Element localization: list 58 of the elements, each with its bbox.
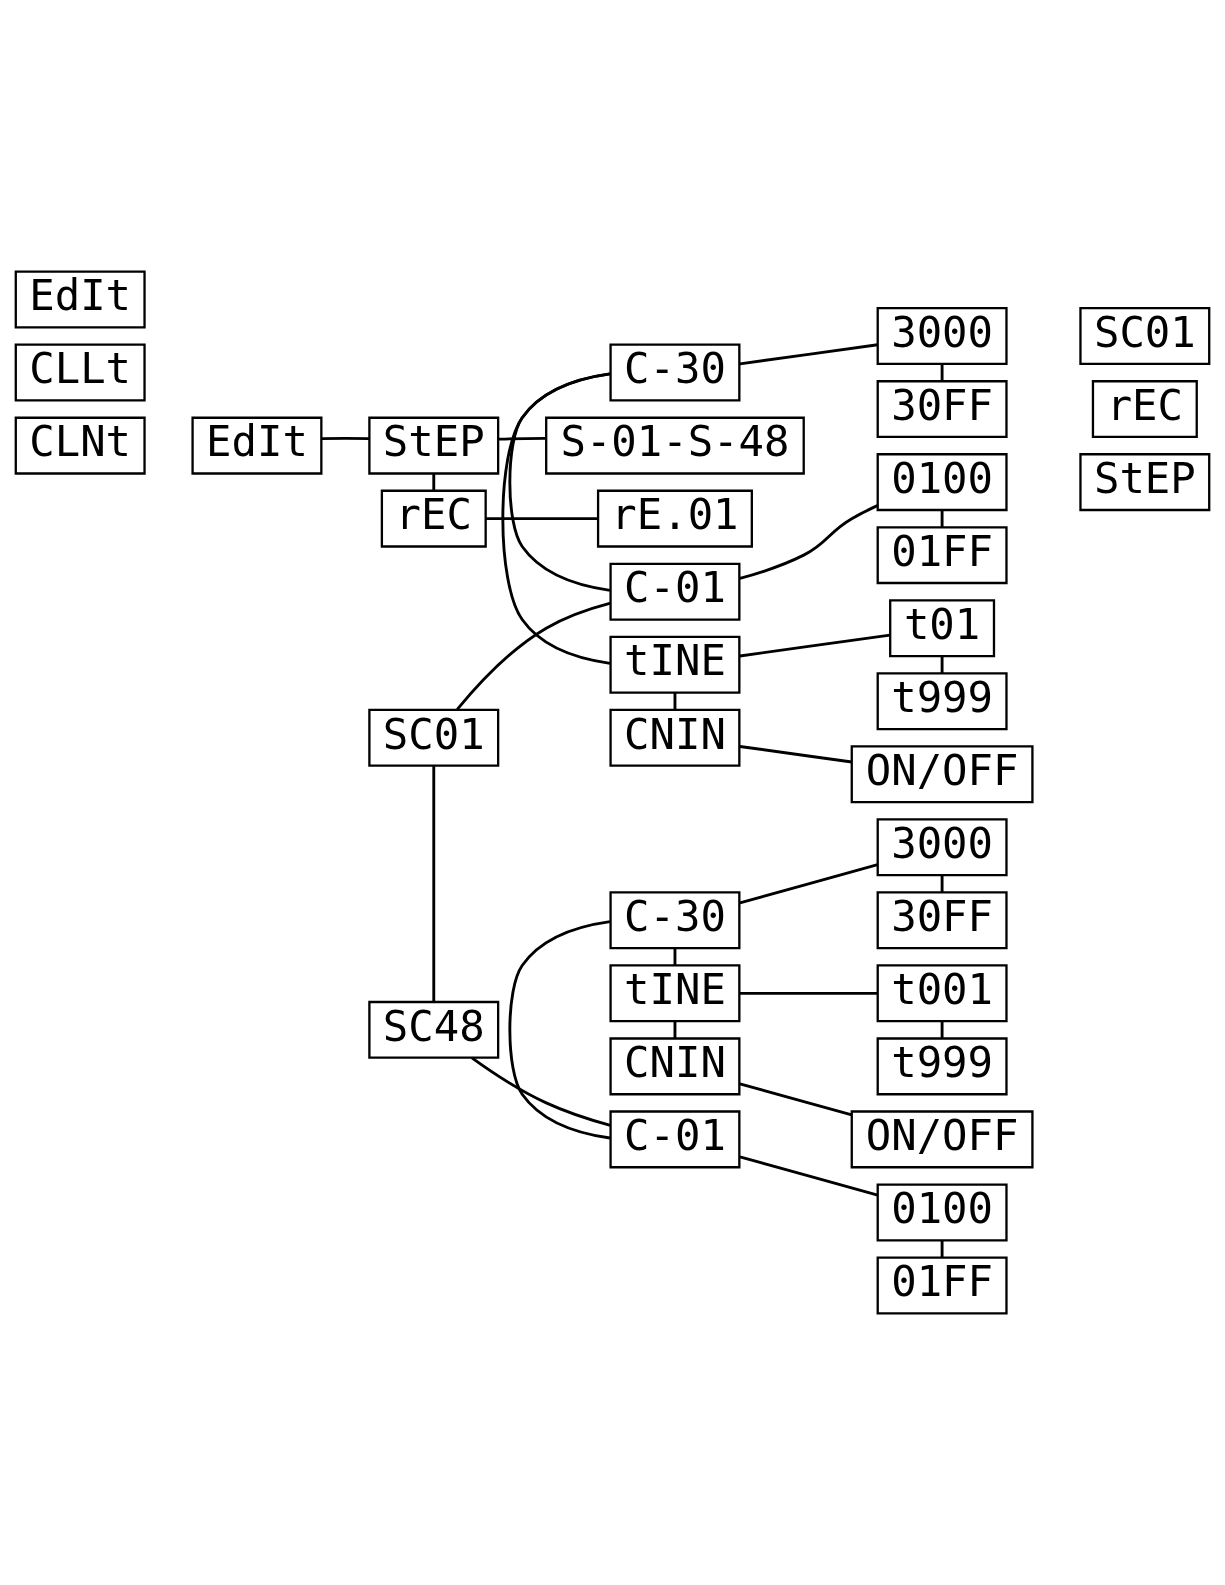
node-box: StEP <box>1079 453 1211 512</box>
node-box: C-30 <box>609 343 741 402</box>
node-box: 01FF <box>876 1256 1008 1315</box>
connector <box>486 517 598 521</box>
connector <box>321 436 370 441</box>
connector <box>739 343 878 366</box>
connector <box>739 633 891 658</box>
connector <box>739 991 878 995</box>
node-box: rEC <box>1091 380 1198 439</box>
node-box: C-01 <box>609 562 741 621</box>
node-box: SC48 <box>368 1000 500 1059</box>
connector <box>471 1056 611 1127</box>
node-box: t01 <box>889 599 996 658</box>
node-box: 3000 <box>876 818 1008 877</box>
node-box: t999 <box>876 1037 1008 1096</box>
connector <box>508 920 611 1140</box>
connector <box>940 875 944 893</box>
node-box: CLLt <box>14 343 146 402</box>
node-box: C-30 <box>609 891 741 950</box>
node-box: 30FF <box>876 380 1008 439</box>
connector <box>739 863 878 905</box>
node-box: StEP <box>368 416 500 475</box>
connector <box>940 656 944 674</box>
node-box: 01FF <box>876 526 1008 585</box>
node-box: tINE <box>609 964 741 1023</box>
node-box: SC01 <box>1079 307 1211 366</box>
node-box: 30FF <box>876 891 1008 950</box>
node-box: EdIt <box>191 416 323 475</box>
node-box: CLNt <box>14 416 146 475</box>
connector <box>940 1240 944 1258</box>
connector <box>940 364 944 382</box>
connector <box>501 372 611 665</box>
connector <box>940 510 944 528</box>
node-box: 0100 <box>876 453 1008 512</box>
connector <box>739 745 852 764</box>
node-box: 3000 <box>876 307 1008 366</box>
node-box: CNIN <box>609 708 741 767</box>
node-box: C-01 <box>609 1110 741 1169</box>
node-box: SC01 <box>368 708 500 767</box>
node-box: tINE <box>609 635 741 694</box>
node-box: EdIt <box>14 270 146 329</box>
node-box: ON/OFF <box>850 1110 1034 1169</box>
node-box: ON/OFF <box>850 745 1034 804</box>
connector <box>739 1155 878 1197</box>
node-box: rEC <box>380 489 487 548</box>
node-box: t001 <box>876 964 1008 1023</box>
node-box: rE.01 <box>596 489 753 548</box>
connector <box>432 766 436 1002</box>
connector <box>940 1021 944 1039</box>
node-box: S-01-S-48 <box>545 416 805 475</box>
connector <box>456 601 611 711</box>
node-box: t999 <box>876 672 1008 731</box>
node-box: 0100 <box>876 1183 1008 1242</box>
connector <box>739 504 878 580</box>
node-box: CNIN <box>609 1037 741 1096</box>
connector <box>498 437 546 441</box>
connector <box>432 473 436 491</box>
connector <box>739 1082 853 1117</box>
